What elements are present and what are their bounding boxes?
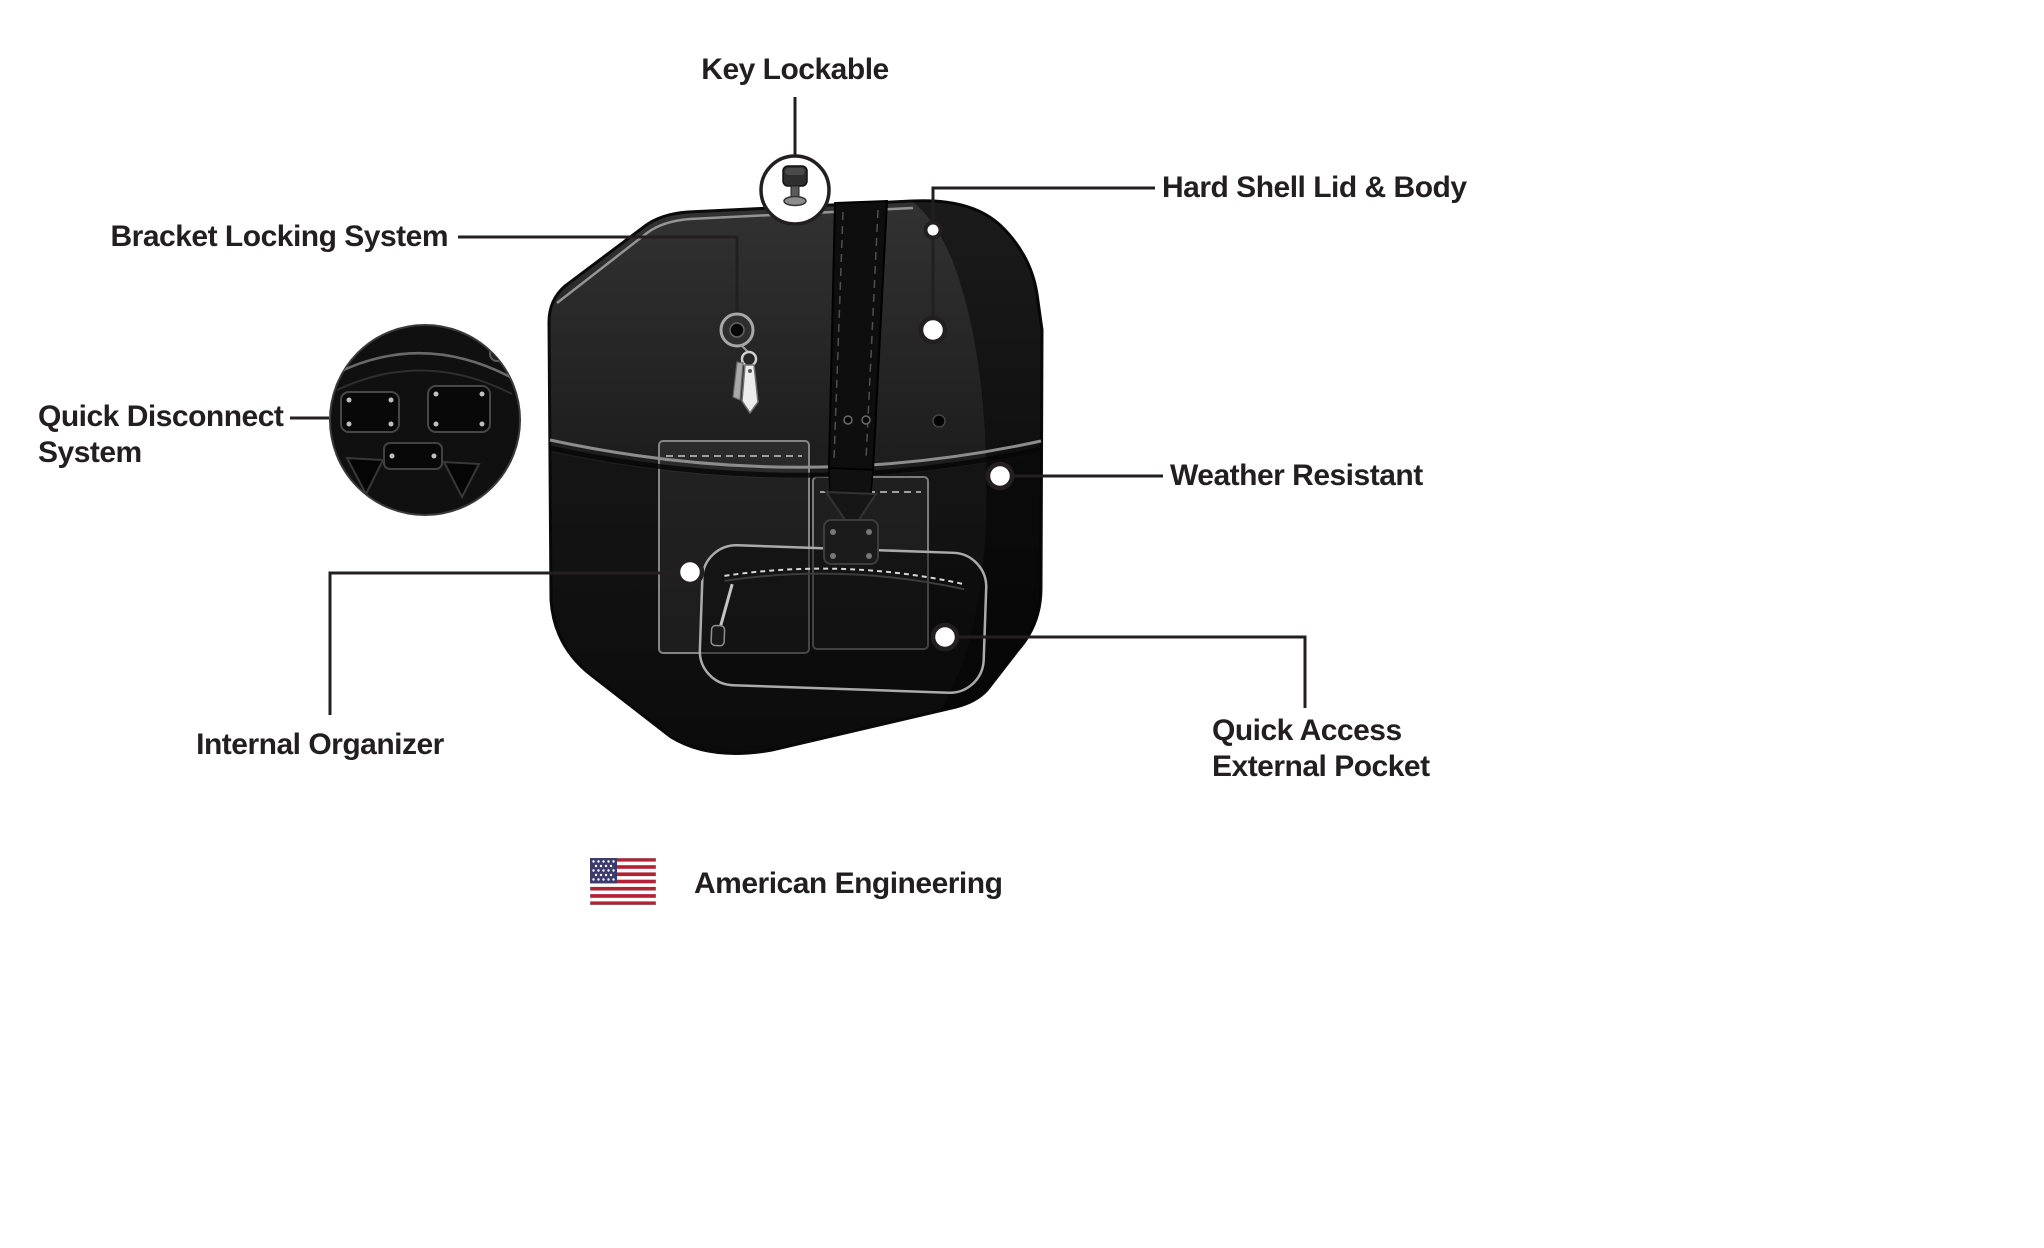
hard-shell-saddlebag bbox=[547, 199, 1044, 755]
label-key-lockable: Key Lockable bbox=[701, 53, 889, 86]
label-quick-disconnect-line1: Quick Disconnect bbox=[38, 400, 284, 433]
callout-marker-quick-access bbox=[930, 622, 960, 652]
strap-tip bbox=[824, 490, 878, 532]
mount-hook-right bbox=[442, 460, 481, 500]
quick-disconnect-inset bbox=[329, 324, 521, 516]
callout-line-internal-organizer bbox=[328, 571, 677, 715]
vent-dot bbox=[932, 414, 946, 428]
mount-plate-center bbox=[383, 442, 443, 470]
label-quick-disconnect: Quick Disconnect System bbox=[38, 399, 284, 471]
label-quick-access-line2: External Pocket bbox=[1212, 750, 1430, 783]
us-flag-icon bbox=[590, 858, 656, 905]
callout-marker-hard-shell-top bbox=[923, 220, 943, 240]
zipper-pull bbox=[710, 624, 726, 647]
label-internal-organizer: Internal Organizer bbox=[196, 728, 444, 761]
external-pocket bbox=[698, 544, 988, 694]
label-quick-access-line1: Quick Access bbox=[1212, 714, 1402, 747]
buckle-plate bbox=[823, 519, 879, 565]
label-hard-shell: Hard Shell Lid & Body bbox=[1162, 171, 1467, 204]
hanging-key bbox=[741, 364, 759, 415]
callout-marker-weather-resistant bbox=[985, 461, 1015, 491]
callout-marker-hard-shell bbox=[918, 315, 948, 345]
label-quick-access: Quick Access External Pocket bbox=[1212, 713, 1430, 785]
callout-line-bracket-locking bbox=[458, 235, 739, 312]
zipper-pull-cord bbox=[718, 583, 734, 631]
footer-label: American Engineering bbox=[694, 867, 1003, 900]
label-weather-resistant: Weather Resistant bbox=[1170, 459, 1423, 492]
hanging-key-2 bbox=[732, 361, 744, 401]
callout-line-hard-shell bbox=[931, 186, 1155, 317]
bag-right-shading bbox=[912, 200, 1042, 712]
key-icon bbox=[782, 165, 808, 207]
strap bbox=[823, 199, 889, 565]
label-bracket-locking: Bracket Locking System bbox=[110, 220, 449, 253]
zipper-track bbox=[724, 567, 965, 586]
mount-plate-right bbox=[427, 385, 491, 433]
mount-plate-left bbox=[340, 391, 400, 433]
mount-hook-left bbox=[345, 456, 385, 497]
lid-seam bbox=[549, 438, 1042, 478]
lid-highlight bbox=[556, 206, 914, 304]
callout-marker-internal-organizer bbox=[675, 557, 705, 587]
callout-line-quick-access bbox=[958, 635, 1307, 708]
label-quick-disconnect-line2: System bbox=[38, 436, 142, 469]
lock-keyhole-icon bbox=[719, 312, 759, 415]
